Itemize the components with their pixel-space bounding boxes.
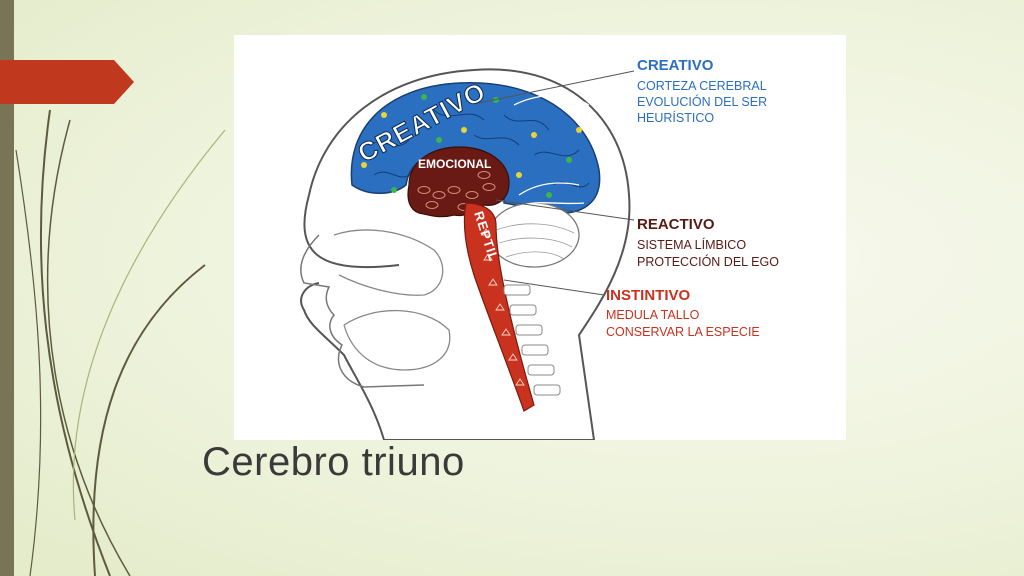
decorative-swirl-lines bbox=[15, 109, 226, 576]
cortex-folds bbox=[368, 109, 590, 188]
accent-arrow-tab bbox=[0, 60, 134, 104]
label-emocional: EMOCIONAL bbox=[418, 157, 491, 171]
face-outline bbox=[300, 234, 425, 388]
nerve-lines bbox=[513, 94, 590, 206]
legend-instintivo-line: MEDULA TALLO bbox=[606, 308, 700, 322]
legend-creativo-line: CORTEZA CEREBRAL bbox=[637, 79, 767, 93]
legend-reactivo: REACTIVO SISTEMA LÍMBICO PROTECCIÓN DEL … bbox=[637, 216, 779, 269]
legend-reactivo-line: SISTEMA LÍMBICO bbox=[637, 237, 746, 252]
tongue bbox=[343, 309, 451, 371]
legend-creativo-title: CREATIVO bbox=[637, 57, 714, 74]
cerebellum-folds bbox=[495, 223, 575, 260]
legend-reactivo-title: REACTIVO bbox=[637, 216, 715, 233]
nasal-cavity bbox=[333, 229, 444, 296]
limbic-region bbox=[407, 146, 510, 218]
head-outline bbox=[300, 68, 631, 440]
brainstem-triangles bbox=[481, 228, 525, 386]
legend-instintivo-line: CONSERVAR LA ESPECIE bbox=[606, 325, 760, 339]
legend-reactivo-line: PROTECCIÓN DEL EGO bbox=[637, 254, 779, 269]
legend-creativo: CREATIVO CORTEZA CEREBRAL EVOLUCIÓN DEL … bbox=[637, 57, 767, 125]
slide-title: Cerebro triuno bbox=[202, 440, 465, 484]
cerebellum bbox=[488, 202, 580, 268]
pointer-instintivo bbox=[503, 279, 605, 296]
pointer-reactivo bbox=[495, 199, 635, 221]
neuron-dots bbox=[361, 94, 582, 198]
pointer-creativo bbox=[478, 70, 635, 104]
vertebrae bbox=[503, 284, 561, 396]
legend-instintivo: INSTINTIVO MEDULA TALLO CONSERVAR LA ESP… bbox=[606, 287, 760, 339]
legend-creativo-line: EVOLUCIÓN DEL SER bbox=[637, 94, 767, 109]
legend-instintivo-title: INSTINTIVO bbox=[606, 287, 691, 304]
legend-creativo-line: HEURÍSTICO bbox=[637, 110, 714, 125]
triune-brain-figure: CREATIVO EMOCIONAL REPTIL CREATIVO CORTE… bbox=[234, 35, 846, 440]
limbic-ovals bbox=[417, 171, 496, 211]
left-decorative-bar bbox=[0, 0, 14, 576]
